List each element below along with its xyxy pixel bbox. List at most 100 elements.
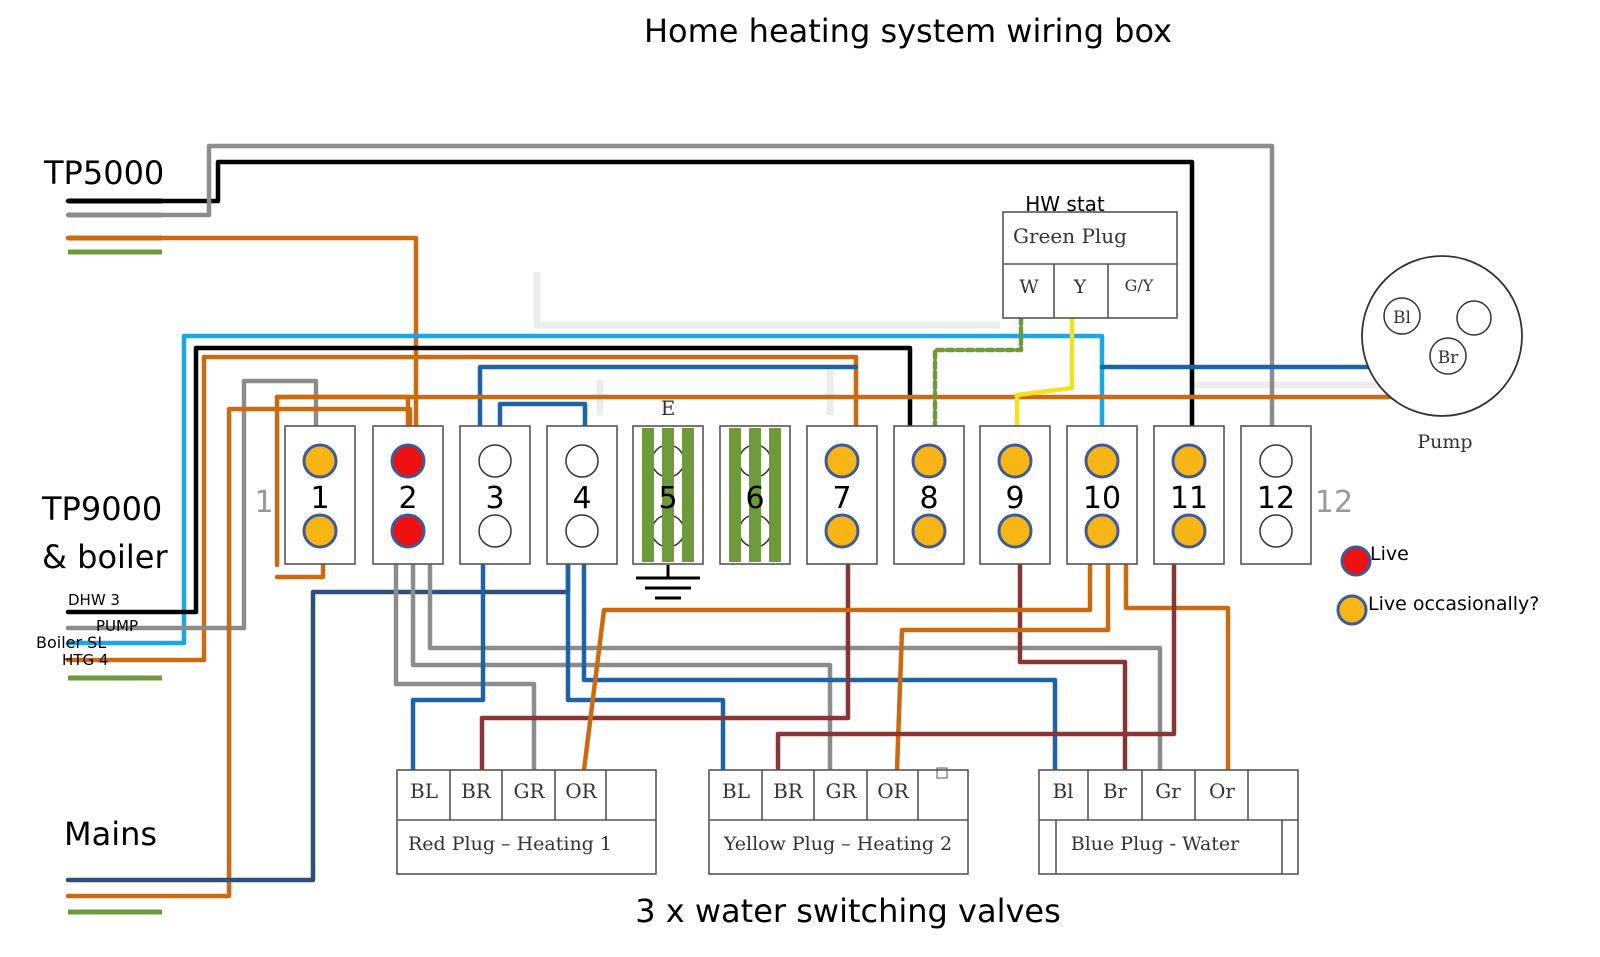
- valve3-pin-or: Or: [1209, 779, 1235, 803]
- wire-4-blue-a: [565, 562, 726, 773]
- terminal-number: 1: [310, 481, 329, 516]
- pump-pin-bl: [1383, 297, 1421, 335]
- legend-occasional-label: Live occasionally?: [1368, 593, 1539, 615]
- terminal-7: 7: [806, 425, 878, 565]
- wire-label-pump: PUMP: [96, 617, 138, 635]
- terminal-2: 2: [372, 425, 444, 565]
- legend-live-label: Live: [1370, 543, 1409, 565]
- terminal-3: 3: [459, 425, 531, 565]
- legend-live-dot: [1340, 545, 1372, 577]
- terminal-1: 1: [284, 425, 356, 565]
- pump-pin-br: [1429, 337, 1467, 375]
- wire-tp5000-black: [65, 159, 1195, 431]
- terminal-screw: [1259, 444, 1293, 478]
- terminal-6: 6: [719, 425, 791, 565]
- valve1-name: Red Plug – Heating 1: [408, 833, 612, 855]
- source-mains: Mains: [64, 815, 157, 853]
- legend: Live Live occasionally?: [1336, 543, 1539, 626]
- wire-2-grey-a: [393, 562, 537, 773]
- terminal-number: 3: [485, 481, 504, 516]
- terminal-number: 6: [745, 481, 764, 516]
- wire-7-brown: [479, 562, 851, 773]
- wire-2-grey-c: [427, 562, 1163, 773]
- terminal-number: 8: [919, 481, 938, 516]
- valve3-pin-gr: Gr: [1155, 779, 1181, 803]
- occasional-live-dot: [1084, 513, 1120, 549]
- terminal-screw: [1259, 514, 1293, 548]
- earth-bar: [662, 428, 674, 562]
- pump-pin-empty: [1456, 300, 1492, 336]
- earth-bar: [682, 428, 694, 562]
- green-plug-label: Green Plug: [1013, 224, 1127, 248]
- occasional-live-dot: [997, 513, 1033, 549]
- occasional-live-dot: [911, 443, 947, 479]
- terminal-4: 4: [546, 425, 618, 565]
- terminal-number: 2: [398, 481, 417, 516]
- wire-11-brown: [775, 562, 1177, 773]
- source-tp9000: TP9000: [41, 490, 162, 528]
- live-dot: [390, 443, 426, 479]
- valve1-pin-bl: BL: [410, 779, 438, 803]
- terminal-8: 8: [893, 425, 965, 565]
- occasional-live-dot: [1171, 513, 1207, 549]
- terminal-number: 4: [572, 481, 591, 516]
- hw-pin-w: W: [1019, 276, 1039, 298]
- occasional-live-dot: [824, 443, 860, 479]
- diagram-subtitle: 3 x water switching valves: [635, 892, 1061, 930]
- wire-hwstat-w: [932, 315, 1024, 431]
- terminal-number: 7: [832, 481, 851, 516]
- terminal-number: 11: [1170, 481, 1208, 516]
- legend-occasional-dot: [1336, 594, 1368, 626]
- terminal-screw: [478, 514, 512, 548]
- occasional-live-dot: [997, 443, 1033, 479]
- hw-pin-gy: G/Y: [1125, 276, 1154, 295]
- occasional-live-dot: [302, 443, 338, 479]
- pump: Bl Br Pump: [1361, 255, 1523, 453]
- source-tp5000: TP5000: [43, 154, 164, 192]
- occasional-live-dot: [824, 513, 860, 549]
- wire-10-orange-b: [894, 562, 1111, 773]
- side-label-right: 12: [1315, 485, 1353, 520]
- valve-blue-plug: Bl Br Gr Or Blue Plug - Water: [1038, 769, 1299, 875]
- background-ghost-lines: [533, 272, 1440, 415]
- wire-htg-orange: [65, 354, 859, 663]
- terminal-12: 12: [1240, 425, 1312, 565]
- occasional-live-dot: [1171, 443, 1207, 479]
- occasional-live-dot: [302, 513, 338, 549]
- wire-label-dhw: DHW 3: [68, 591, 120, 609]
- occasional-live-dot: [1084, 443, 1120, 479]
- terminal-11: 11: [1153, 425, 1225, 565]
- terminal-number: 5: [658, 481, 677, 516]
- valve2-pin-gr: GR: [825, 779, 857, 803]
- valve3-pin-bl: Bl: [1052, 779, 1073, 803]
- wire-2-grey-b: [410, 562, 833, 773]
- wire-label-boiler-sl: Boiler SL: [36, 633, 106, 652]
- live-dot: [390, 513, 426, 549]
- wire-pump-blue: [1099, 337, 1403, 370]
- valve-yellow-plug: BL BR GR OR Yellow Plug – Heating 2: [708, 767, 969, 875]
- earth-bar: [729, 428, 741, 562]
- source-tp9000-boiler: & boiler: [42, 538, 168, 576]
- valve2-pin-bl: BL: [722, 779, 750, 803]
- terminal-number: 12: [1257, 481, 1295, 516]
- valve-red-plug: BL BR GR OR Red Plug – Heating 1: [396, 769, 657, 875]
- valve2-name: Yellow Plug – Heating 2: [723, 833, 952, 855]
- wire-dhw-black: [65, 345, 913, 615]
- terminal-number: 10: [1083, 481, 1121, 516]
- side-label-left: 1: [254, 485, 273, 520]
- wire-tp5000-orange: [65, 235, 419, 431]
- wires: [65, 143, 1447, 915]
- terminal-screw: [565, 444, 599, 478]
- wire-link-3-4: [477, 364, 859, 431]
- wire-label-htg: HTG 4: [62, 651, 108, 669]
- earth-symbol-icon: [636, 565, 700, 600]
- earth-label: E: [661, 396, 676, 420]
- wire-9-brown: [1017, 562, 1128, 773]
- terminal-screw: [478, 444, 512, 478]
- valve3-pin-br: Br: [1103, 779, 1128, 803]
- valve2-pin-or: OR: [877, 779, 909, 803]
- hw-pin-y: Y: [1073, 276, 1087, 298]
- terminal-screw: [565, 514, 599, 548]
- earth-bar: [749, 428, 761, 562]
